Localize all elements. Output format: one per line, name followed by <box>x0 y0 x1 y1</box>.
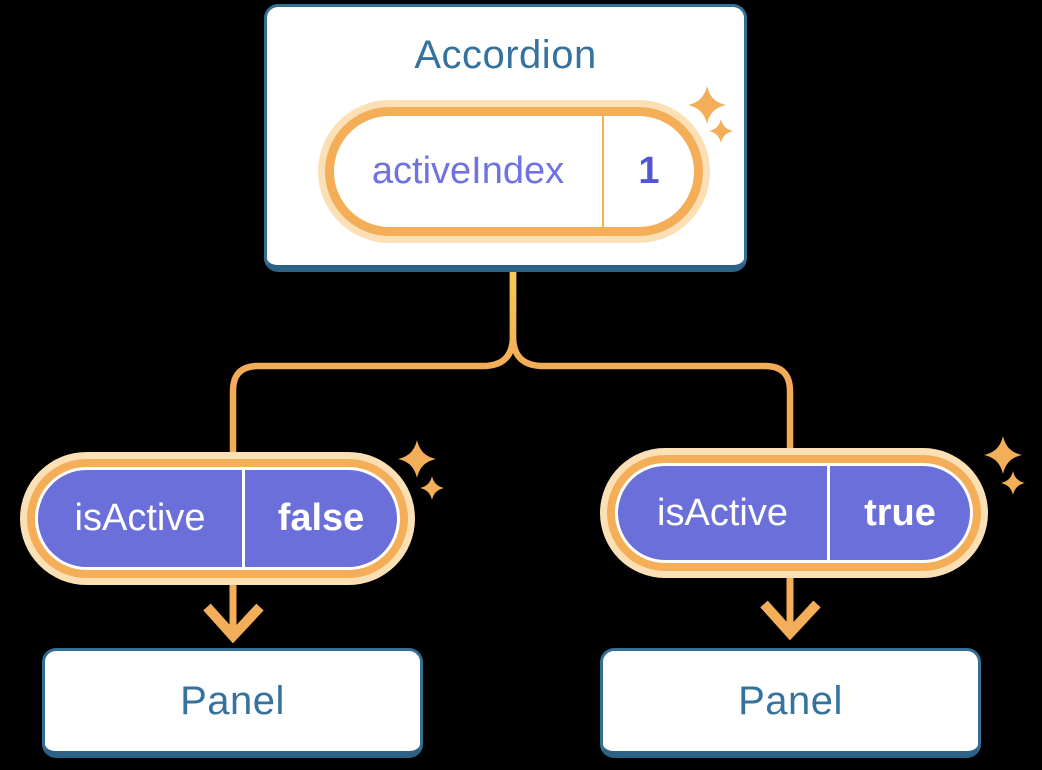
accordion-component-box: Accordion activeIndex 1 <box>264 4 747 272</box>
arrow-right-head <box>760 600 821 641</box>
state-label: activeIndex <box>371 150 565 192</box>
panel-component-box-right: Panel <box>600 648 981 758</box>
prop-pill-isactive-true: isActive true <box>600 448 988 578</box>
branch-line-left <box>229 262 517 460</box>
prop-pill-ring: isActive false <box>27 459 408 578</box>
sparkle-icon <box>398 440 436 478</box>
state-pill-divider <box>602 116 604 227</box>
prop-value: false <box>277 497 365 539</box>
prop-pill-divider <box>827 466 830 560</box>
sparkle-icon <box>709 119 733 143</box>
sparkle-icon <box>1001 471 1025 495</box>
prop-pill-body: isActive true <box>618 466 970 560</box>
accordion-title: Accordion <box>414 33 597 77</box>
state-value: 1 <box>638 150 660 192</box>
prop-pill-isactive-false: isActive false <box>20 452 415 585</box>
panel-title: Panel <box>738 678 843 723</box>
prop-label: isActive <box>657 491 788 534</box>
state-pill-activeindex: activeIndex 1 <box>318 100 710 243</box>
sparkle-icon <box>420 476 444 500</box>
state-pill-ring: activeIndex 1 <box>325 107 703 236</box>
panel-title: Panel <box>180 678 285 723</box>
prop-pill-body: isActive false <box>38 470 397 567</box>
prop-label: isActive <box>74 497 206 539</box>
panel-component-box-left: Panel <box>42 648 423 758</box>
arrow-left-head <box>203 603 264 644</box>
sparkle-icon <box>688 86 726 124</box>
prop-pill-ring: isActive true <box>607 455 981 571</box>
prop-pill-divider <box>242 470 245 567</box>
branch-line-right <box>509 262 794 456</box>
prop-value: true <box>864 491 936 534</box>
sparkle-icon <box>984 436 1022 474</box>
